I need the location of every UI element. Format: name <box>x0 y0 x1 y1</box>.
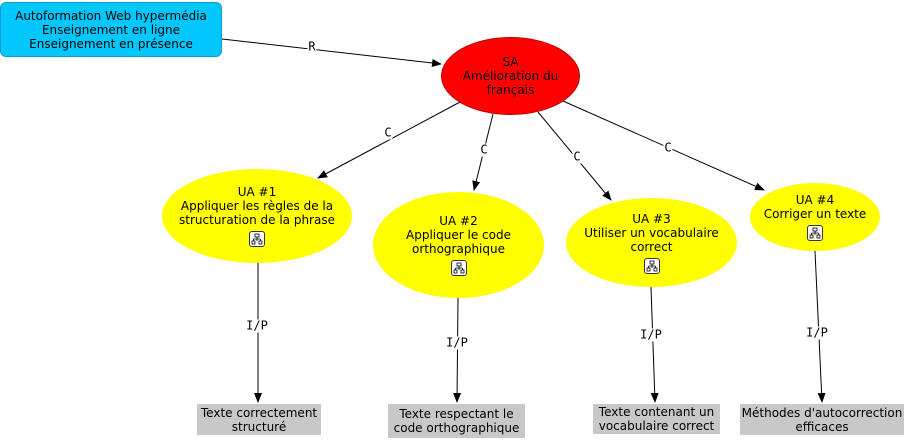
source-line: Enseignement en ligne <box>41 22 181 37</box>
output-node-1[interactable]: Texte correctement structuré <box>197 404 321 435</box>
unit-line: Appliquer les règles de la <box>180 199 334 213</box>
source-line: Autoformation Web hypermédia <box>15 8 207 23</box>
edge-label-ip-2: I/P <box>445 335 469 350</box>
unit-line: correct <box>630 239 673 254</box>
unit-node-ua1[interactable]: UA #1 Appliquer les règles de la structu… <box>162 169 352 263</box>
unit-line: UA #3 <box>632 211 671 226</box>
edge-label-c-ua4: C <box>663 140 673 155</box>
submodel-icon[interactable] <box>249 231 265 247</box>
unit-line: UA #2 <box>439 214 478 228</box>
unit-line: orthographique <box>412 242 505 256</box>
output-line: code orthographique <box>393 421 520 435</box>
submodel-icon[interactable] <box>450 260 467 276</box>
edge-ua3-out3 <box>650 286 659 403</box>
edge-label-c-ua2: C <box>479 142 489 157</box>
output-line: efficaces <box>795 419 849 434</box>
source-node[interactable]: Autoformation Web hypermédia Enseignemen… <box>0 2 222 57</box>
output-line: Texte contenant un <box>598 405 715 419</box>
output-line: Texte respectant le <box>399 407 514 421</box>
output-node-2[interactable]: Texte respectant le code orthographique <box>388 404 525 438</box>
edge-label-ip-1: I/P <box>245 318 269 333</box>
output-line: vocabulaire correct <box>598 419 715 433</box>
unit-line: Appliquer le code <box>406 228 511 242</box>
output-line: Texte correctement <box>200 405 318 420</box>
edge-label-c-ua1: C <box>383 125 393 140</box>
unit-node-ua3[interactable]: UA #3 Utiliser un vocabulaire correct <box>566 198 737 287</box>
goal-line: français <box>486 83 535 97</box>
goal-node[interactable]: SA Amélioration du français <box>441 37 580 115</box>
unit-line: UA #1 <box>237 185 277 199</box>
source-line: Enseignement en présence <box>29 36 193 51</box>
edge-label-ip-3: I/P <box>639 327 663 342</box>
output-node-3[interactable]: Texte contenant un vocabulaire correct <box>593 404 720 434</box>
submodel-icon[interactable] <box>807 225 823 241</box>
output-line: Méthodes d'autocorrection <box>741 405 903 420</box>
edge-label-r: R <box>307 39 317 54</box>
edge-ua2-out2 <box>453 297 462 403</box>
output-node-4[interactable]: Méthodes d'autocorrection efficaces <box>740 404 904 435</box>
goal-line: Amélioration du <box>462 69 559 83</box>
output-line: structuré <box>231 419 287 434</box>
goal-line: SA <box>502 55 519 69</box>
unit-line: Corriger un texte <box>763 207 867 221</box>
submodel-icon[interactable] <box>643 257 660 274</box>
edge-label-c-ua3: C <box>572 149 582 164</box>
unit-line: Utiliser un vocabulaire <box>584 225 719 240</box>
unit-line: structuration de la phrase <box>179 213 335 227</box>
unit-line: UA #4 <box>795 193 835 207</box>
unit-node-ua4[interactable]: UA #4 Corriger un texte <box>750 183 880 251</box>
unit-node-ua2[interactable]: UA #2 Appliquer le code orthographique <box>373 192 544 298</box>
edge-label-ip-4: I/P <box>805 325 829 340</box>
edge-source-goal <box>221 38 442 67</box>
edge-goal-ua1 <box>317 101 461 179</box>
